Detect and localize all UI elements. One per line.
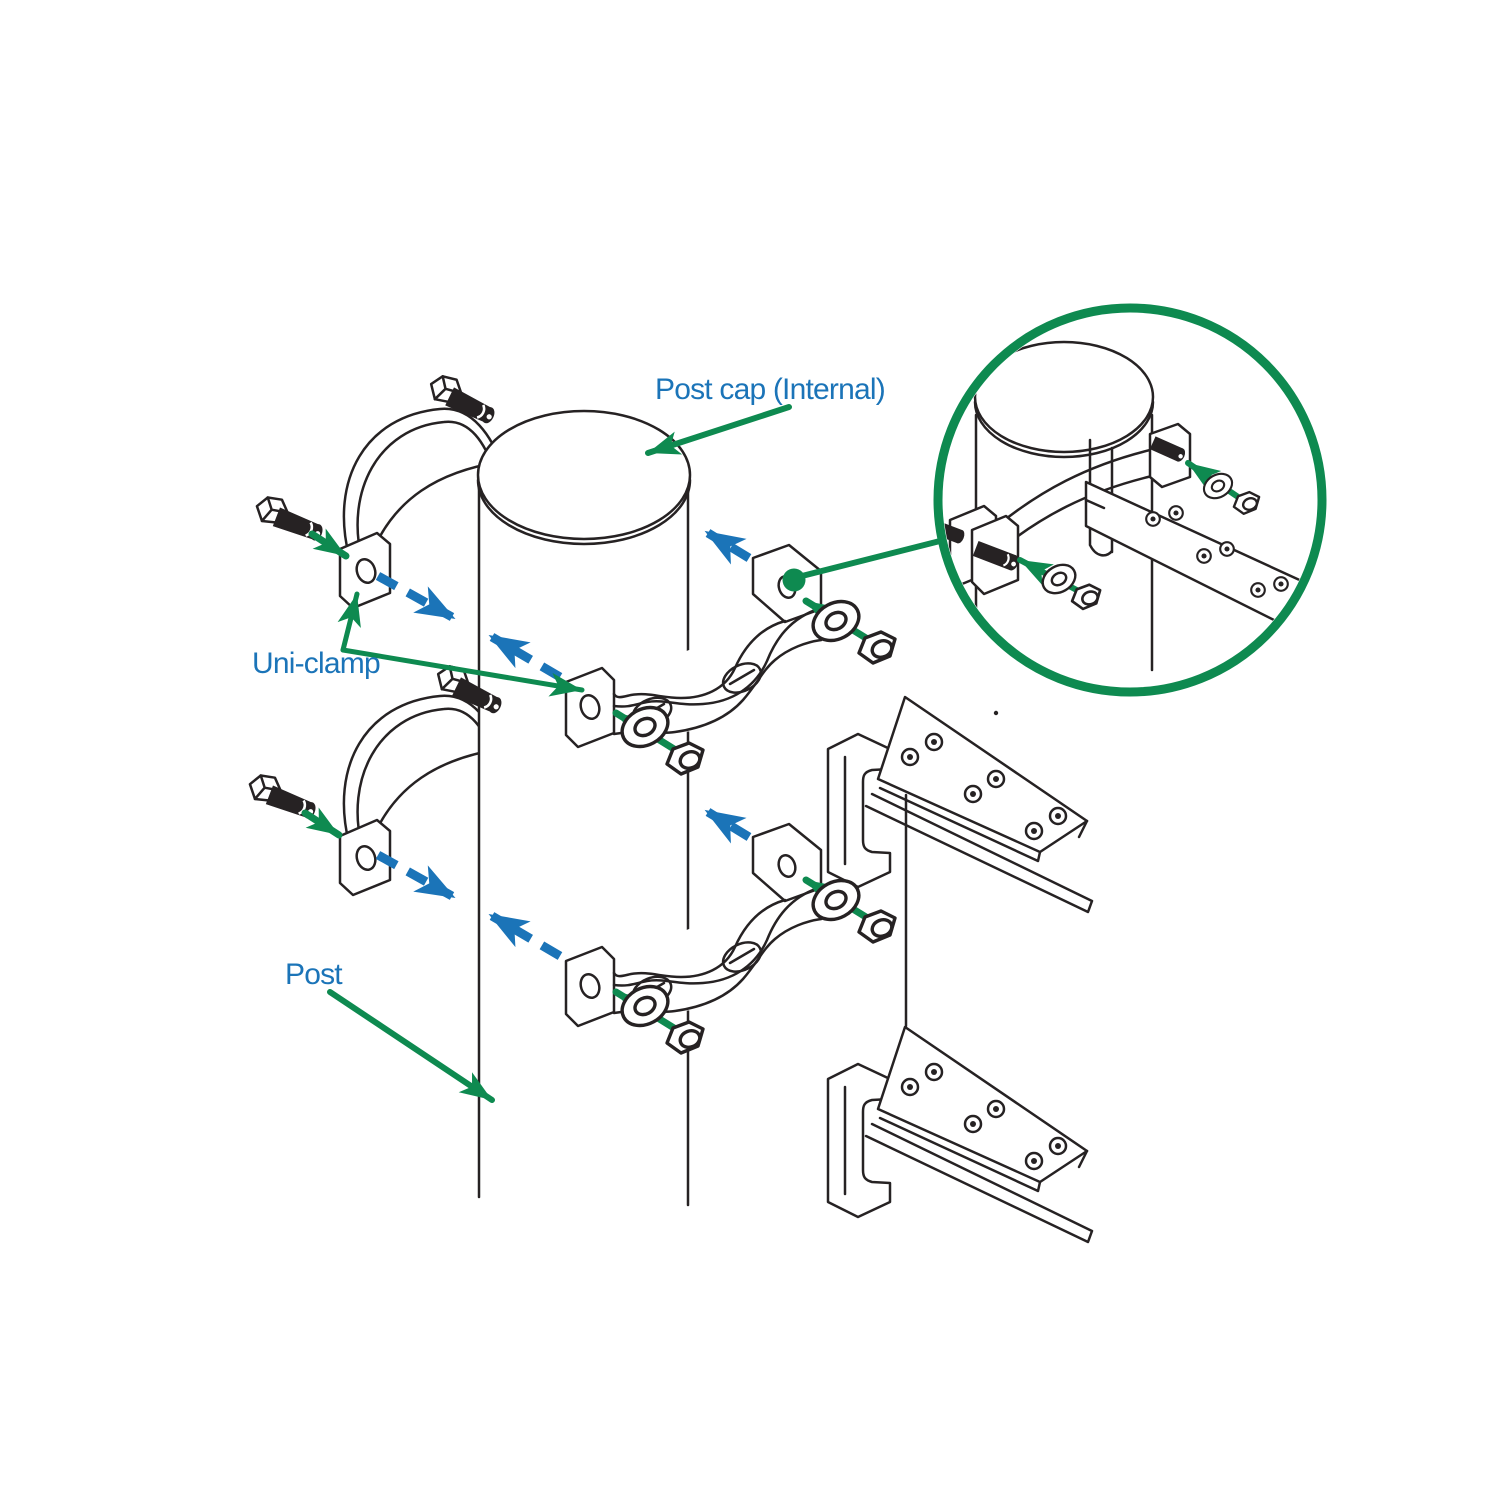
assembly-direction-arrow bbox=[375, 572, 456, 621]
post-cap-arrow bbox=[645, 404, 792, 456]
rail-bracket-upper bbox=[828, 697, 1092, 912]
fasteners bbox=[301, 528, 897, 1055]
label-post: Post bbox=[285, 958, 343, 991]
assembly-direction-arrow bbox=[488, 633, 563, 681]
assembly-direction-arrow bbox=[488, 912, 563, 960]
hex-nut bbox=[665, 1020, 705, 1055]
detail-dot bbox=[782, 568, 806, 592]
hex-nut bbox=[857, 909, 897, 944]
assembly-direction-arrow bbox=[704, 529, 752, 565]
label-post-cap: Post cap (Internal) bbox=[655, 373, 885, 406]
speck bbox=[993, 710, 999, 716]
assembly-direction-arrows bbox=[375, 529, 752, 960]
uni-clamp-arrow-right bbox=[340, 647, 585, 697]
post-cap bbox=[476, 409, 692, 546]
callout-arrow bbox=[301, 807, 343, 839]
post-arrow bbox=[327, 989, 495, 1103]
inset-rail-bracket bbox=[1084, 480, 1317, 650]
inset-uni-clamp bbox=[943, 422, 1192, 596]
hex-nut bbox=[857, 630, 897, 665]
post bbox=[476, 409, 692, 1207]
hex-bolt-upper-top bbox=[424, 369, 503, 428]
detail-leader-line bbox=[795, 538, 943, 580]
detail-inset-ring bbox=[933, 303, 1327, 697]
assembly-direction-arrow bbox=[704, 808, 752, 844]
inset-bolt bbox=[1149, 436, 1186, 462]
inset-bolt bbox=[972, 540, 1019, 571]
callout-arrow bbox=[308, 528, 350, 560]
inset-post-cap bbox=[973, 340, 1155, 454]
annotations: Post cap (Internal) Uni-clamp Post bbox=[252, 373, 886, 1103]
label-uni-clamp: Uni-clamp bbox=[252, 647, 380, 680]
uni-clamp-arrow-up bbox=[337, 591, 361, 653]
assembly-direction-arrow bbox=[375, 851, 456, 900]
detail-inset bbox=[933, 303, 1327, 697]
hex-nut bbox=[665, 741, 705, 776]
rail-bracket-lower bbox=[828, 1027, 1092, 1242]
